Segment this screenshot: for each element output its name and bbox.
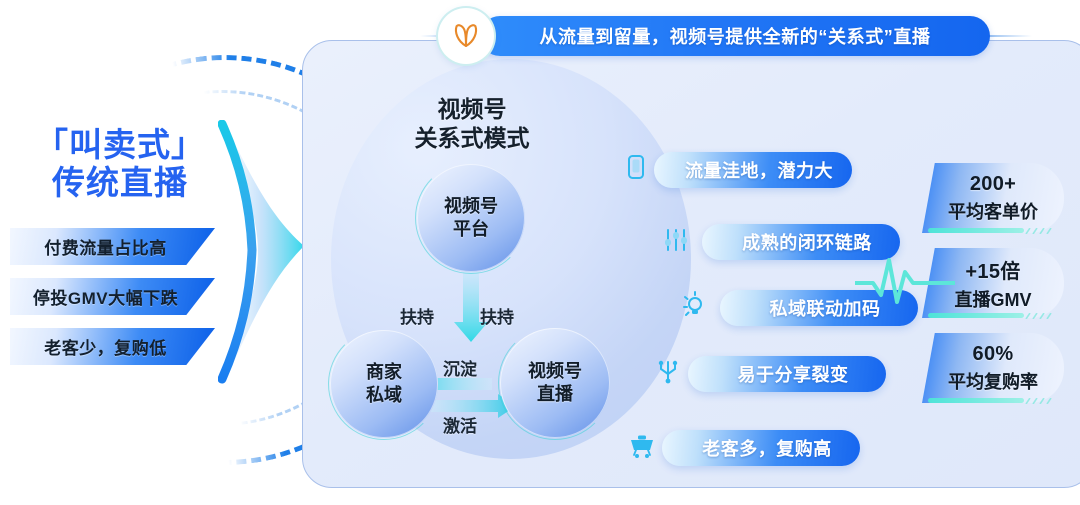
- feature-pill-list: 流量洼地，潜力大 成熟的闭环链路: [302, 40, 1080, 486]
- diagram-title-line1: 视频号: [437, 96, 507, 122]
- arrow-label-support-left: 扶持: [400, 308, 434, 327]
- metric-value: 200+: [969, 172, 1017, 195]
- metric-value: 60%: [972, 342, 1014, 365]
- metric-underline: [928, 228, 1024, 233]
- headline-banner: 从流量到留量，视频号提供全新的“关系式”直播: [480, 16, 990, 56]
- node-platform-line2: 平台: [453, 219, 489, 239]
- pain-point-bar: 停投GMV大幅下跌: [10, 278, 215, 315]
- pain-point-label: 老客少，复购低: [44, 339, 167, 358]
- node-merchant-private-domain: 商家 私域: [328, 328, 440, 440]
- metric-card: 200+ 平均客单价: [922, 163, 1064, 233]
- arrow-label-settle: 沉淀: [443, 360, 477, 379]
- waveform-decoration-icon: [855, 258, 955, 304]
- metric-underline: [928, 398, 1024, 403]
- arrow-label-support-right: 扶持: [480, 308, 514, 327]
- left-title-line2: 传统直播: [52, 164, 188, 201]
- feature-pill-label: 老客多，复购高: [702, 439, 832, 459]
- metric-label: 平均复购率: [948, 371, 1038, 392]
- metric-underline: [928, 313, 1024, 318]
- metric-hatch: [1025, 228, 1052, 234]
- left-title-line1: 「叫卖式」: [35, 126, 205, 163]
- pain-point-label: 付费流量占比高: [44, 239, 167, 258]
- feature-pill-label: 易于分享裂变: [737, 365, 849, 385]
- metric-hatch: [1025, 398, 1052, 404]
- usb-share-icon: [654, 356, 682, 384]
- feature-pill: 易于分享裂变: [688, 356, 886, 392]
- node-private-line2: 私域: [366, 385, 402, 405]
- node-live-line1: 视频号: [528, 360, 582, 381]
- diagram-title-line2: 关系式模式: [414, 124, 530, 151]
- pain-point-bar: 老客少，复购低: [10, 328, 215, 365]
- shopping-cart-icon: [628, 432, 656, 460]
- feature-pill: 流量洼地，潜力大: [654, 152, 852, 188]
- feature-pill: 成熟的闭环链路: [702, 224, 900, 260]
- feature-pill: 私域联动加码: [720, 290, 918, 326]
- banner-rule-right: [986, 35, 1032, 37]
- feature-pill: 老客多，复购高: [662, 430, 860, 466]
- relationship-model-diagram: 视频号 关系式模式: [302, 40, 642, 486]
- feature-pill-label: 成熟的闭环链路: [742, 233, 872, 253]
- metric-card: 60% 平均复购率: [922, 333, 1064, 403]
- node-platform: 视频号 平台: [415, 162, 527, 274]
- node-private-line1: 商家: [366, 361, 402, 382]
- metric-card: +15倍 直播GMV: [922, 248, 1064, 318]
- node-platform-line1: 视频号: [444, 195, 498, 216]
- pain-point-label: 停投GMV大幅下跌: [32, 289, 179, 308]
- arrow-label-activate: 激活: [443, 417, 477, 436]
- diagram-title: 视频号 关系式模式: [362, 95, 582, 153]
- transition-arrow-icon: [218, 120, 304, 384]
- phone-icon: [622, 153, 650, 181]
- node-channels-livestream: 视频号 直播: [498, 326, 612, 440]
- metric-hatch: [1025, 313, 1052, 319]
- headline-text: 从流量到留量，视频号提供全新的“关系式”直播: [539, 27, 931, 47]
- metric-value: +15倍: [965, 260, 1021, 283]
- node-live-line2: 直播: [537, 384, 573, 404]
- metric-label: 直播GMV: [954, 289, 1032, 310]
- feature-pill-label: 私域联动加码: [769, 299, 881, 319]
- channels-butterfly-logo-icon: [438, 8, 494, 64]
- pain-point-bar: 付费流量占比高: [10, 228, 215, 265]
- lightbulb-icon: [680, 290, 708, 318]
- sliders-icon: [662, 226, 690, 254]
- traditional-livestream-section: 「叫卖式」 传统直播 付费流量占比高 停投GMV大幅下跌 老客少，复购低: [0, 0, 457, 505]
- metric-label: 平均客单价: [948, 201, 1038, 222]
- feature-pill-label: 流量洼地，潜力大: [685, 161, 833, 181]
